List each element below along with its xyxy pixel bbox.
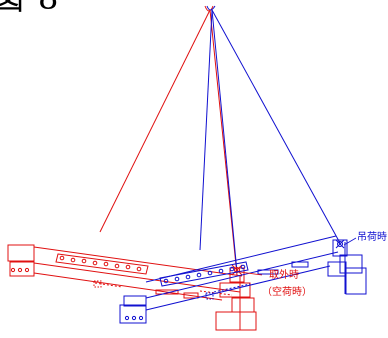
label-leaders bbox=[239, 237, 357, 276]
red-beam-assembly bbox=[7, 244, 257, 331]
red-sling-lines bbox=[99, 9, 238, 276]
figure-number: 8 bbox=[38, 0, 58, 14]
figure-prefix: 図 bbox=[0, 0, 24, 14]
figure-label: 図8 bbox=[0, 0, 58, 14]
empty-state-label: （空荷時） bbox=[262, 287, 312, 298]
blue-beam-assembly bbox=[119, 235, 367, 324]
removal-state-label: 取外時 bbox=[269, 270, 299, 281]
suspended-state-label: 吊荷時 bbox=[357, 232, 387, 243]
blue-sling-lines bbox=[199, 9, 341, 273]
